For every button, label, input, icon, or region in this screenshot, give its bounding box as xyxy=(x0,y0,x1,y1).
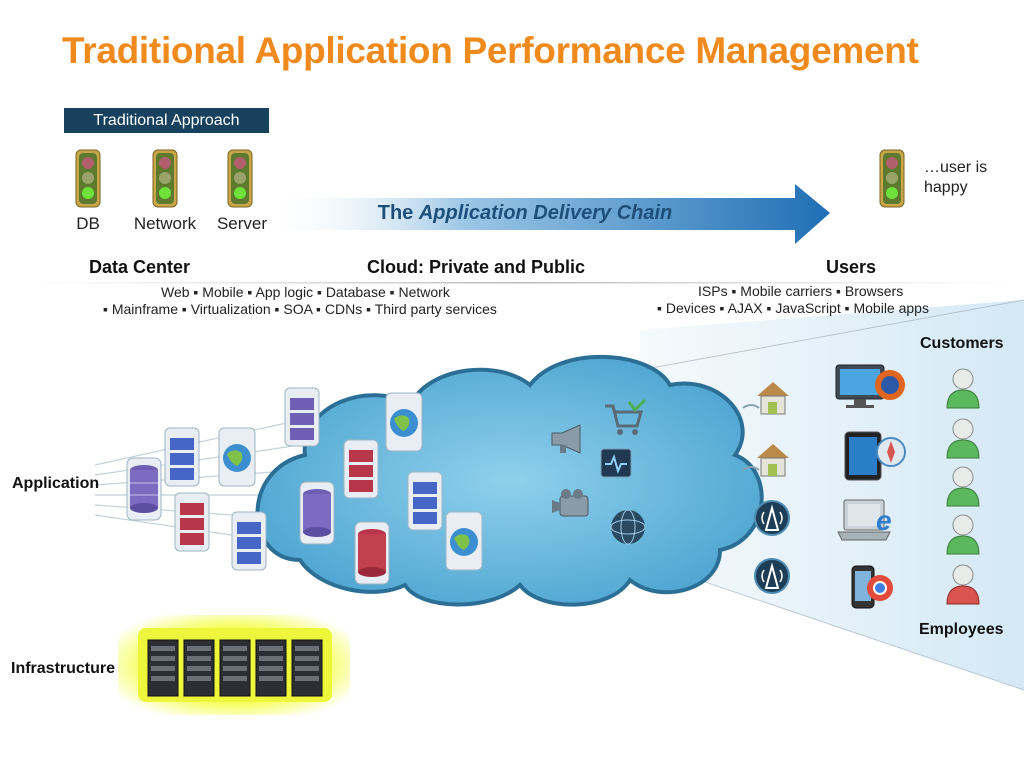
shopping-cart-icon xyxy=(605,398,647,435)
section-separator xyxy=(20,282,1024,284)
section-data-center: Data Center xyxy=(89,257,191,277)
home-router-icon xyxy=(742,382,789,415)
globe-server-icon xyxy=(385,392,423,452)
traditional-approach-badge: Traditional Approach xyxy=(64,108,269,133)
user-green-icon xyxy=(946,418,980,459)
tablet-safari-icon xyxy=(844,431,906,481)
user-happy-label: …user is happy xyxy=(924,159,988,196)
database-icon xyxy=(299,481,335,545)
delivery-chain-arrow xyxy=(265,184,830,244)
laptop-ie-icon: e xyxy=(837,499,892,541)
cell-tower-icon xyxy=(754,500,790,536)
cloud-items-line2: ▪ Mainframe ▪ Virtualization ▪ SOA ▪ CDN… xyxy=(103,301,497,317)
home-router-icon xyxy=(742,444,789,477)
traffic-light-label-server: Server xyxy=(216,214,268,233)
user-green-icon xyxy=(946,368,980,409)
traffic-light-icon xyxy=(227,149,253,208)
traffic-light-icon xyxy=(75,149,101,208)
svg-text:e: e xyxy=(876,505,892,536)
megaphone-icon xyxy=(551,424,581,454)
server-stack-icon xyxy=(164,427,200,487)
server-stack-icon xyxy=(343,439,379,499)
traffic-light-label-network: Network xyxy=(133,214,197,233)
video-camera-icon xyxy=(552,489,589,517)
traffic-light-label-db: DB xyxy=(76,214,100,233)
employees-label: Employees xyxy=(919,621,1004,638)
cell-tower-icon xyxy=(754,558,790,594)
section-users: Users xyxy=(826,257,877,277)
users-items-line2: ▪ Devices ▪ AJAX ▪ JavaScript ▪ Mobile a… xyxy=(657,300,929,316)
traffic-light-icon xyxy=(152,149,178,208)
page-title: Traditional Application Performance Mana… xyxy=(62,30,919,71)
section-cloud: Cloud: Private and Public xyxy=(367,257,586,277)
monitor-pulse-icon xyxy=(600,448,632,478)
delivery-chain-label: The Application Delivery Chain xyxy=(320,202,730,225)
desktop-firefox-icon xyxy=(835,364,905,408)
database-icon xyxy=(126,457,162,521)
user-green-icon xyxy=(946,514,980,555)
database-icon xyxy=(354,521,390,585)
server-stack-icon xyxy=(174,492,210,552)
phone-chrome-icon xyxy=(851,565,893,609)
infrastructure-label: Infrastructure xyxy=(11,660,116,677)
server-stack-icon xyxy=(284,387,320,447)
users-items-line1: ISPs ▪ Mobile carriers ▪ Browsers xyxy=(698,283,904,299)
cloud-items-line1: Web ▪ Mobile ▪ App logic ▪ Database ▪ Ne… xyxy=(161,284,450,300)
server-stack-icon xyxy=(407,471,443,531)
infrastructure-rack-icon xyxy=(118,615,350,715)
traffic-light-icon xyxy=(879,149,905,208)
delivery-chain-prefix: The xyxy=(377,202,419,224)
delivery-chain-emphasis: Application Delivery Chain xyxy=(418,202,673,224)
user-red-icon xyxy=(946,564,980,605)
globe-server-icon xyxy=(445,511,483,571)
server-stack-icon xyxy=(231,511,267,571)
globe-server-icon xyxy=(218,427,256,487)
cloud-shape xyxy=(255,354,764,607)
user-green-icon xyxy=(946,466,980,507)
globe-icon xyxy=(610,509,646,545)
customers-label: Customers xyxy=(920,335,1004,352)
application-label: Application xyxy=(12,475,100,492)
